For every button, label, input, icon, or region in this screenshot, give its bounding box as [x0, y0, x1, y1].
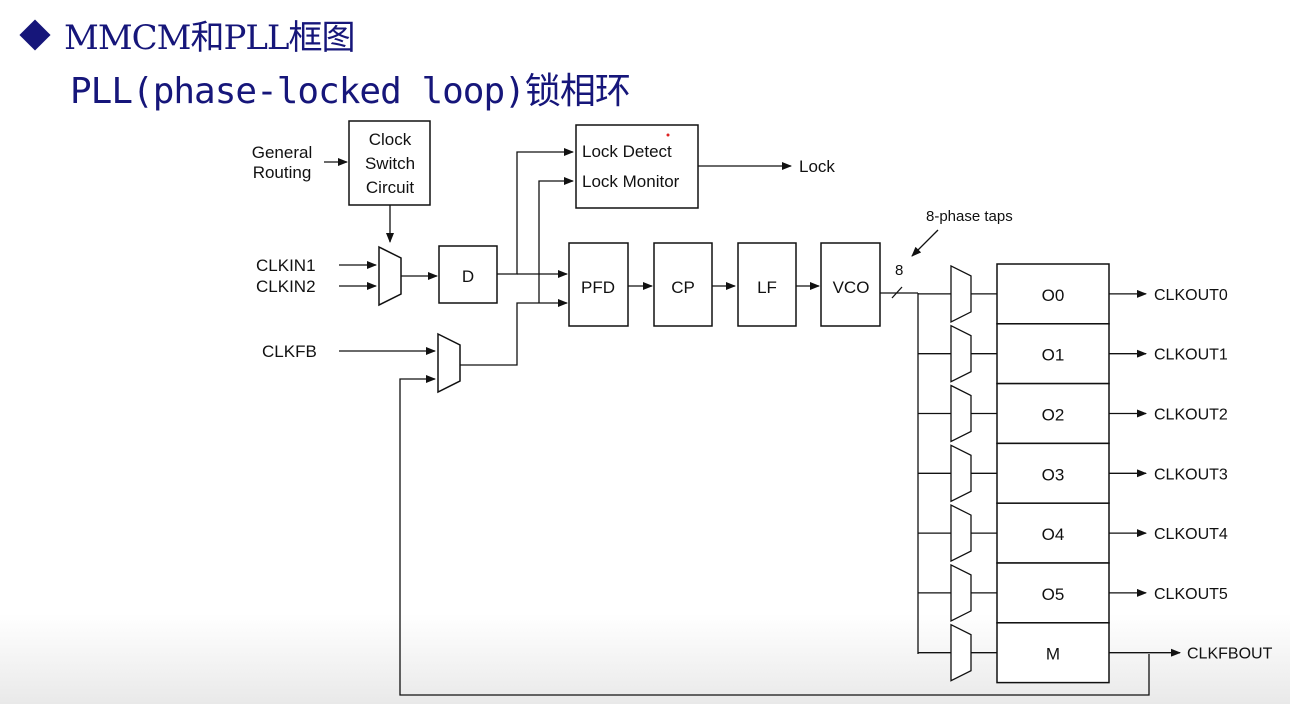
phase-taps-label: 8-phase taps — [926, 208, 1013, 225]
clock-switch-box — [348, 120, 431, 206]
counter-box — [996, 502, 1110, 564]
lock-output-label: Lock — [799, 157, 835, 176]
divider-d-box — [438, 245, 498, 304]
counter-box — [996, 323, 1110, 385]
output-mux — [950, 264, 972, 323]
clock-switch-label-2: Switch — [365, 154, 415, 173]
counter-label: O1 — [1042, 346, 1065, 365]
output-label: CLKOUT5 — [1154, 586, 1228, 603]
counter-label: O3 — [1042, 465, 1065, 484]
clock-switch-label-3: Circuit — [366, 178, 414, 197]
slide-subheading: PLL(phase-locked loop)锁相环 — [70, 71, 631, 112]
clock-switch-label-1: Clock — [369, 130, 412, 149]
vco-label: VCO — [833, 278, 870, 297]
heading-title: MMCM和PLL框图 — [64, 18, 355, 58]
lf-box — [737, 242, 797, 327]
counter-label: O4 — [1042, 525, 1065, 544]
clkfb-label: CLKFB — [262, 342, 317, 361]
general-routing-label-1: General — [252, 143, 312, 162]
lock-monitor-label: Lock Monitor — [582, 172, 680, 191]
counter-box — [996, 622, 1110, 684]
output-mux — [950, 324, 972, 383]
cp-label: CP — [671, 278, 695, 297]
output-mux — [950, 563, 972, 622]
lock-detect-label: Lock Detect — [582, 142, 672, 161]
lock-detect-box — [575, 124, 699, 209]
output-mux — [950, 504, 972, 563]
pfd-label: PFD — [581, 278, 615, 297]
cp-box — [653, 242, 713, 327]
counter-label: M — [1046, 645, 1060, 664]
clkin1-label: CLKIN1 — [256, 256, 316, 275]
output-mux — [950, 444, 972, 503]
output-mux — [950, 384, 972, 443]
slide-heading: MMCM和PLL框图 — [18, 10, 355, 59]
counter-label: O5 — [1042, 585, 1065, 604]
counter-box — [996, 263, 1110, 325]
input-mux — [378, 245, 402, 307]
output-label: CLKFBOUT — [1187, 646, 1273, 663]
lf-label: LF — [757, 278, 777, 297]
counter-box — [996, 382, 1110, 445]
general-routing-label-2: Routing — [253, 163, 312, 182]
output-mux — [950, 623, 972, 682]
output-label: CLKOUT1 — [1154, 347, 1228, 364]
divider-d-label: D — [462, 267, 474, 286]
counter-box — [996, 562, 1110, 624]
feedback-mux — [437, 332, 461, 394]
bus-width-label: 8 — [895, 262, 903, 279]
red-dot — [666, 133, 670, 137]
output-label: CLKOUT2 — [1154, 407, 1228, 424]
pfd-box — [568, 242, 629, 327]
output-label: CLKOUT3 — [1154, 466, 1228, 483]
output-label: CLKOUT4 — [1154, 526, 1228, 543]
counter-box — [996, 442, 1110, 504]
counter-label: O0 — [1042, 286, 1065, 305]
counter-label: O2 — [1042, 406, 1065, 425]
vco-box — [820, 242, 881, 327]
clkin2-label: CLKIN2 — [256, 277, 316, 296]
output-label: CLKOUT0 — [1154, 287, 1228, 304]
